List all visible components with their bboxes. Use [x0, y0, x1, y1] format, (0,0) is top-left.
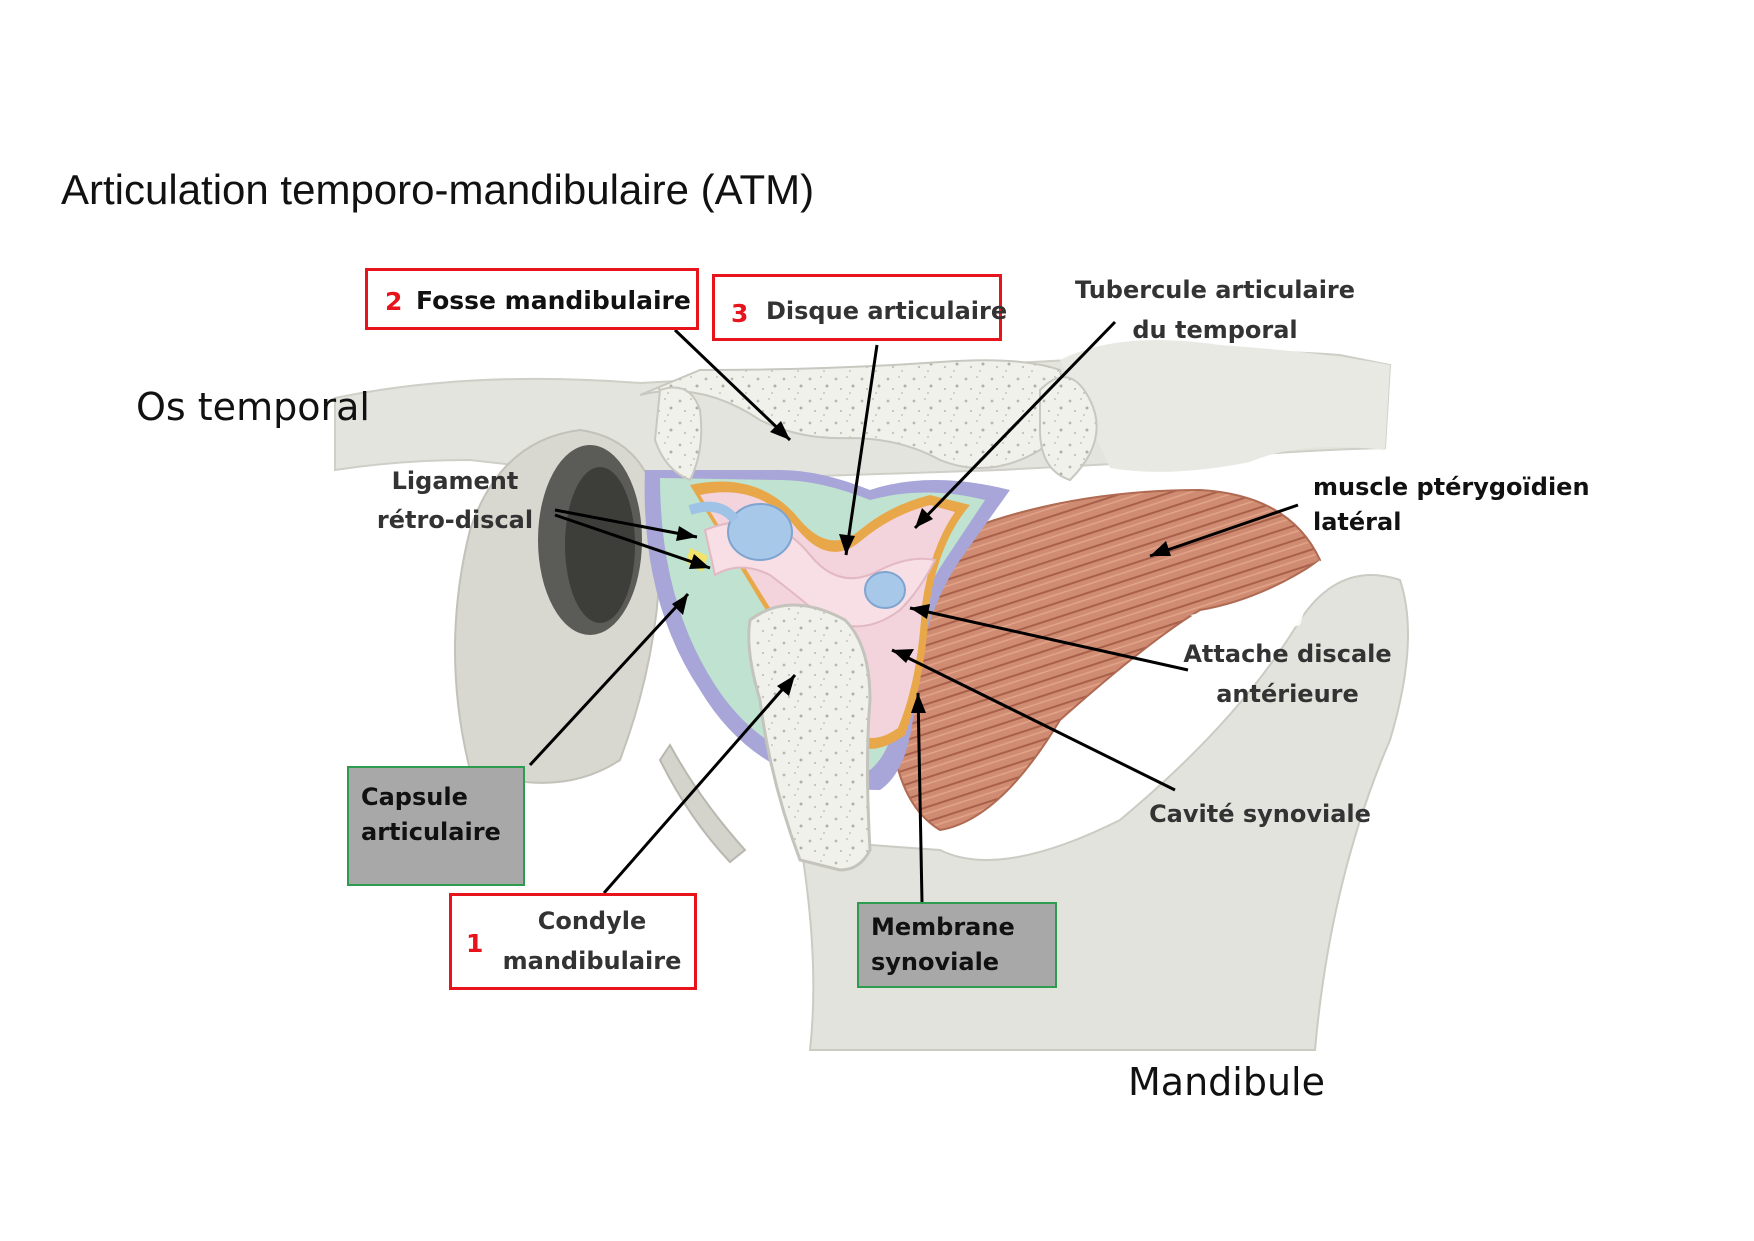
label-number: 1	[466, 929, 484, 958]
label-muscle-line2: latéral	[1313, 508, 1402, 536]
label-text-line1: Membrane	[871, 913, 1015, 941]
label-box-fosse-mandibulaire: 2 Fosse mandibulaire	[365, 268, 699, 330]
auditory-meatus	[454, 428, 747, 864]
label-attache-line2: antérieure	[1216, 680, 1359, 708]
label-text-line2: mandibulaire	[502, 947, 682, 975]
temporal-spongy	[639, 359, 1098, 482]
label-cavite-synoviale: Cavité synoviale	[1149, 800, 1371, 828]
label-text-line1: Capsule	[361, 783, 468, 811]
label-number: 2	[385, 287, 403, 316]
label-text: Disque articulaire	[766, 297, 1008, 325]
mandibular-condyle	[747, 603, 872, 872]
label-attache-line1: Attache discale	[1183, 640, 1392, 668]
label-box-capsule-articulaire: Capsule articulaire	[347, 766, 525, 886]
label-tubercule-line1: Tubercule articulaire	[1074, 276, 1356, 304]
synovial-bulbs	[688, 501, 906, 609]
label-box-disque-articulaire: 3 Disque articulaire	[712, 274, 1007, 341]
label-muscle-line1: muscle ptérygoïdien	[1313, 473, 1590, 501]
label-ligament-line2: rétro-discal	[376, 506, 534, 534]
label-ligament-line1: Ligament	[391, 467, 519, 495]
label-tubercule-line2: du temporal	[1132, 316, 1298, 344]
label-os-temporal: Os temporal	[136, 385, 370, 429]
label-text-line1: Condyle	[537, 907, 647, 935]
label-text-line2: synoviale	[871, 948, 1000, 976]
label-text: Fosse mandibulaire	[416, 286, 691, 315]
label-mandibule: Mandibule	[1128, 1060, 1325, 1104]
arrow-heads	[672, 421, 1171, 713]
slide-title: Articulation temporo-mandibulaire (ATM)	[61, 166, 815, 213]
label-box-condyle-mandibulaire: 1 Condyle mandibulaire	[449, 893, 697, 990]
label-number: 3	[731, 299, 749, 328]
leader-lines	[528, 320, 1299, 903]
label-text-line2: articulaire	[361, 818, 501, 846]
label-box-membrane-synoviale: Membrane synoviale	[857, 902, 1057, 988]
